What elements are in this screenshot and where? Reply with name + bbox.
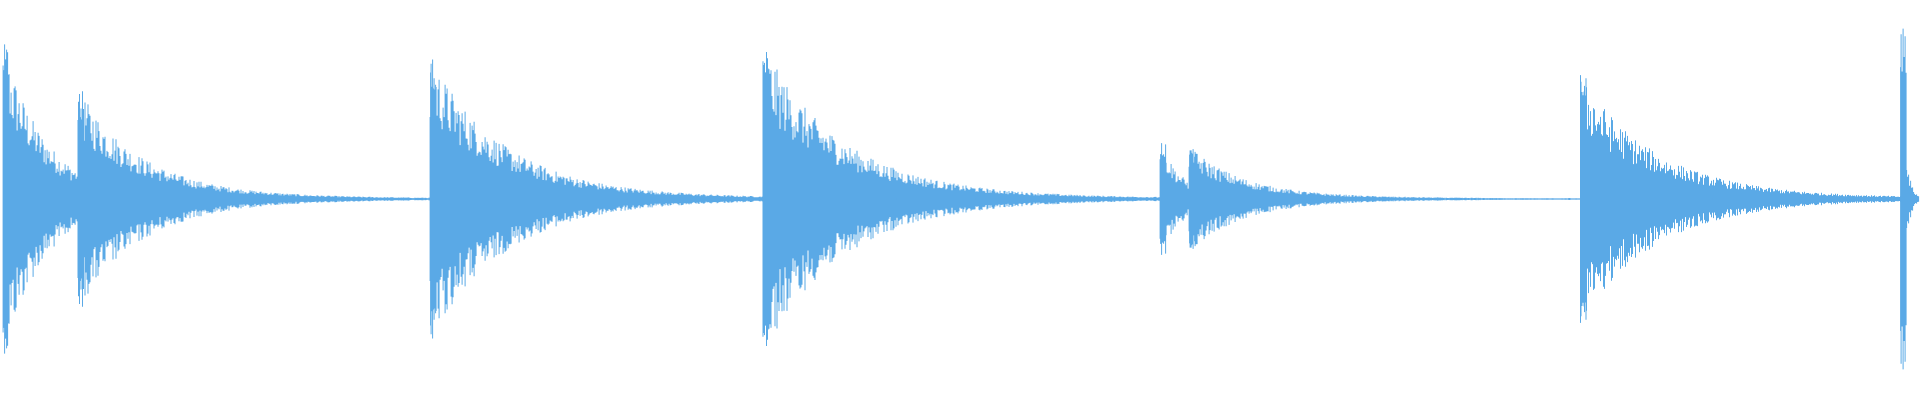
waveform-speck-9 bbox=[1293, 198, 1296, 200]
waveform-speck-4 bbox=[751, 198, 754, 200]
waveform-speck-5 bbox=[894, 198, 897, 200]
waveform-hit-6-shape bbox=[1188, 149, 1593, 249]
waveform-hits bbox=[2, 28, 1920, 370]
waveform-speck-13 bbox=[1712, 198, 1715, 200]
waveform-hit-7 bbox=[1580, 75, 1919, 323]
waveform-speck-6 bbox=[975, 198, 978, 200]
waveform-speck-1 bbox=[563, 198, 566, 200]
waveform-speck-7 bbox=[985, 198, 987, 200]
waveform-speck-8 bbox=[1146, 198, 1149, 200]
waveform-speck-12 bbox=[1694, 198, 1696, 200]
waveform-speck-11 bbox=[1568, 198, 1571, 200]
waveform-hit-8 bbox=[1900, 28, 1920, 370]
waveform-hit-8-shape bbox=[1900, 28, 1920, 370]
waveform-hit-7-shape bbox=[1580, 75, 1919, 323]
waveform-specks bbox=[563, 198, 1715, 200]
waveform-speck-10 bbox=[1335, 198, 1338, 200]
waveform-speck-3 bbox=[627, 198, 630, 200]
waveform-hit-6 bbox=[1188, 149, 1593, 249]
waveform-speck-2 bbox=[615, 198, 618, 200]
